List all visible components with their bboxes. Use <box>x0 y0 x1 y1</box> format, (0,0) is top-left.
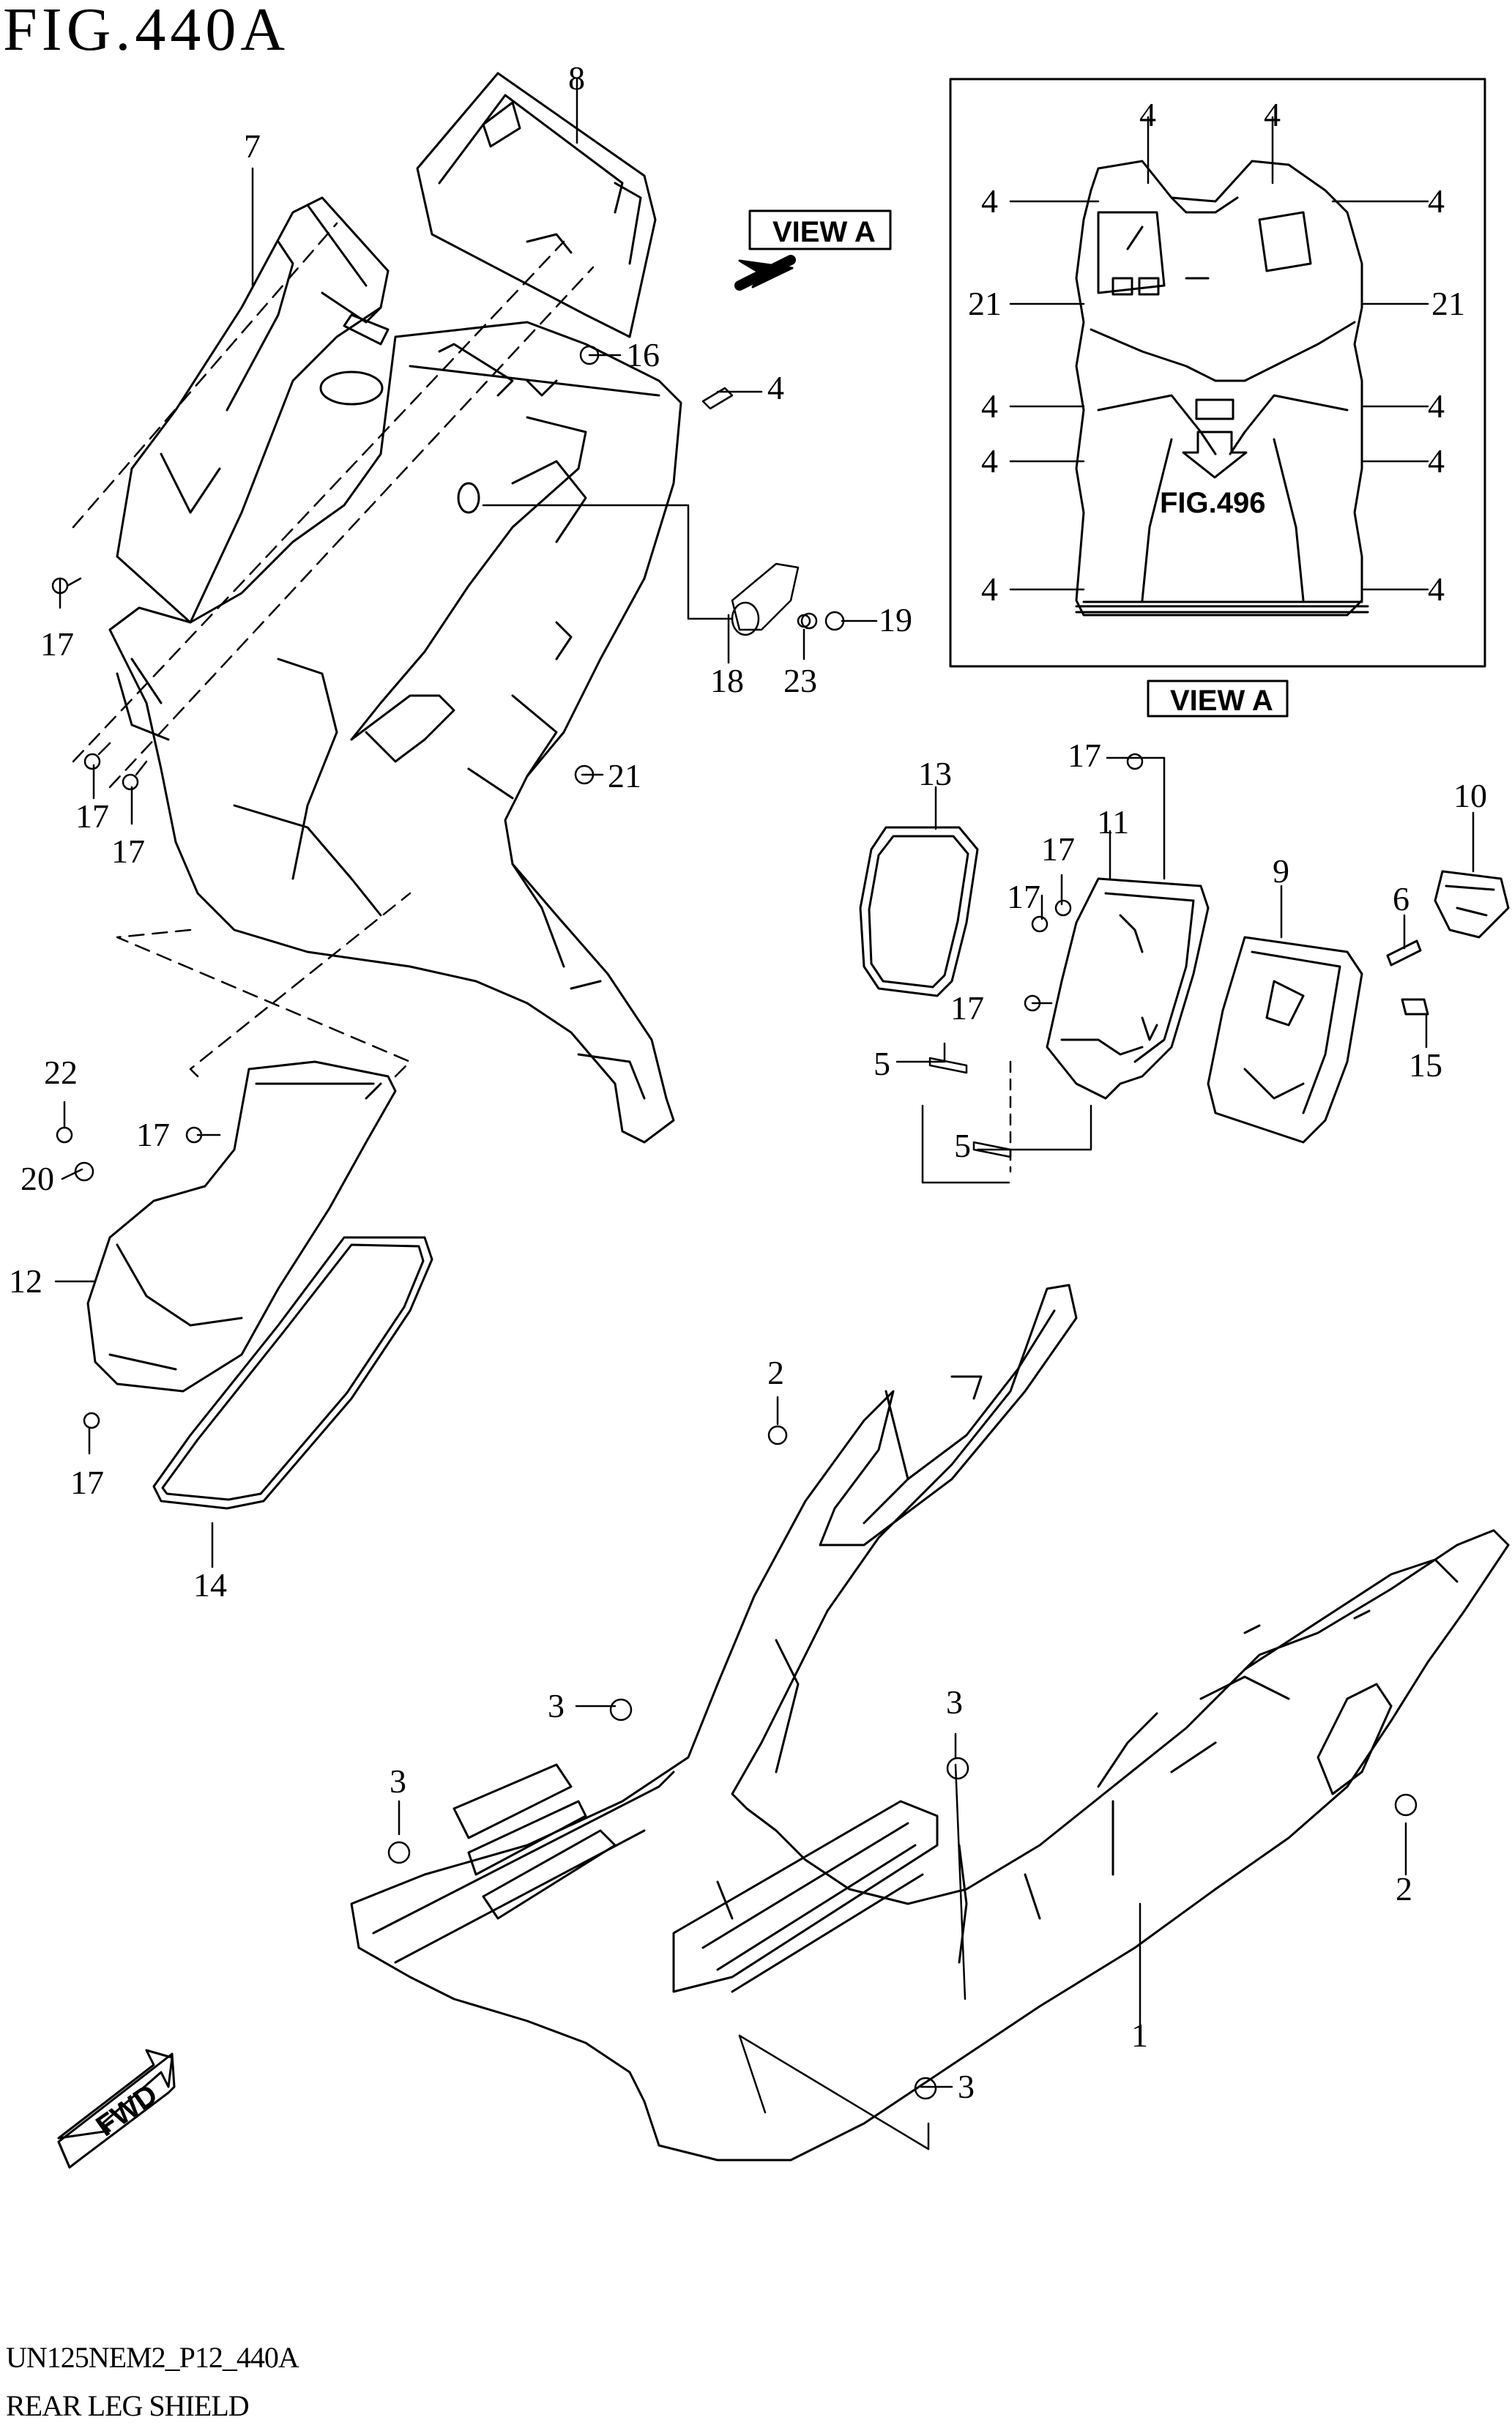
part-9-panel <box>1207 936 1363 1144</box>
callout-23: 23 <box>783 662 817 699</box>
callout-17-d: 17 <box>1041 830 1075 868</box>
part-8-upper-cover <box>416 72 657 338</box>
callout-labels: 8 7 16 4 17 18 23 19 21 17 17 4 4 4 4 21… <box>9 59 1487 2143</box>
callout-10: 10 <box>1453 777 1487 814</box>
callout-17-left: 17 <box>40 625 74 663</box>
view-a-inset <box>949 78 1486 668</box>
callout-15: 15 <box>1409 1046 1442 1084</box>
callout-view-4-h: 4 <box>1428 442 1445 480</box>
part-6-clip <box>1386 939 1422 967</box>
callout-7: 7 <box>244 127 261 165</box>
callout-17-g: 17 <box>136 1116 170 1153</box>
view-a-box-top <box>748 209 892 250</box>
callout-view-4-b: 4 <box>1264 96 1281 133</box>
leader-lines <box>54 78 1475 2151</box>
view-a-box-inset <box>1147 680 1289 718</box>
callout-20: 20 <box>21 1160 54 1197</box>
callout-17-a: 17 <box>75 797 109 835</box>
callout-3-b: 3 <box>946 1683 963 1721</box>
callout-17-e: 17 <box>1007 878 1040 915</box>
callout-18: 18 <box>710 662 744 699</box>
part-15-nut <box>1401 998 1429 1016</box>
leg-shield-upper-body <box>108 321 682 1144</box>
callout-17-h: 17 <box>70 1464 104 1501</box>
callout-13: 13 <box>918 755 952 792</box>
view-arrow-shaft <box>734 255 796 291</box>
callout-16: 16 <box>626 336 660 373</box>
footer-name: REAR LEG SHIELD <box>6 2389 250 2422</box>
callout-17-c: 17 <box>1068 737 1101 774</box>
fig-496-reference: FIG.496 <box>1160 487 1266 519</box>
part-1-floor-board <box>350 1284 1510 2162</box>
callout-11: 11 <box>1097 803 1129 841</box>
callout-view-4-f: 4 <box>1428 387 1445 425</box>
callout-21: 21 <box>608 757 641 794</box>
footer-code: UN125NEM2_P12_440A <box>6 2341 299 2374</box>
callout-5-a: 5 <box>874 1045 890 1082</box>
callout-view-21-a: 21 <box>968 285 1002 322</box>
callout-4: 4 <box>767 369 784 406</box>
callout-9: 9 <box>1273 852 1289 890</box>
callout-17-b: 17 <box>111 833 145 870</box>
callout-view-4-g: 4 <box>981 442 998 480</box>
callout-2-right: 2 <box>1396 1870 1412 1907</box>
callout-view-4-c: 4 <box>981 182 998 220</box>
part-13-seal <box>859 826 979 997</box>
callout-view-4-e: 4 <box>981 387 998 425</box>
callout-2-top: 2 <box>767 1354 784 1391</box>
callout-3-c: 3 <box>390 1762 406 1800</box>
part-14-seal <box>152 1236 433 1510</box>
part-12-glove-box <box>86 1060 397 1393</box>
fwd-arrow <box>57 2049 176 2169</box>
callout-view-4-i: 4 <box>981 570 998 608</box>
callout-view-21-b: 21 <box>1431 285 1465 322</box>
view-a-label: VIEW A <box>772 216 876 248</box>
part-11-inner-trim <box>1046 877 1210 1100</box>
callout-6: 6 <box>1393 880 1409 917</box>
callout-19: 19 <box>879 601 912 639</box>
callout-view-4-a: 4 <box>1139 96 1156 133</box>
callout-22: 22 <box>44 1054 78 1091</box>
callout-1: 1 <box>1131 2017 1148 2054</box>
fasteners <box>51 345 1418 2100</box>
callout-14: 14 <box>193 1566 227 1604</box>
callout-17-f: 17 <box>950 989 984 1027</box>
callout-3-d: 3 <box>958 2068 975 2105</box>
callout-8: 8 <box>568 59 585 97</box>
callout-view-4-j: 4 <box>1428 570 1445 608</box>
part-10-cap <box>1434 870 1510 939</box>
callout-5-b: 5 <box>954 1127 971 1164</box>
view-a-inset-label: VIEW A <box>1170 685 1273 717</box>
callout-3-a: 3 <box>548 1687 565 1724</box>
callout-view-4-d: 4 <box>1428 182 1445 220</box>
figure-title: FIG.440A <box>3 0 290 64</box>
callout-12: 12 <box>9 1262 42 1300</box>
